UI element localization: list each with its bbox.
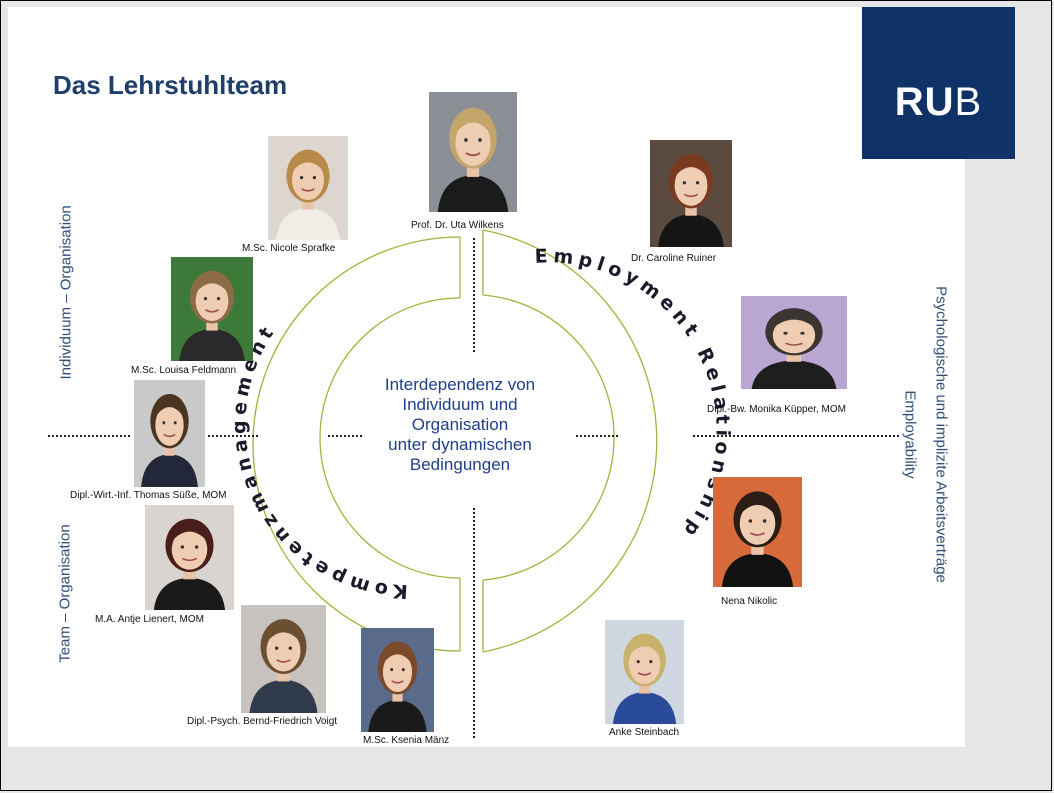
inner-arc-left (319, 297, 461, 579)
portrait-photo (429, 92, 517, 212)
center-line: Bedingungen (409, 455, 511, 474)
person-caption: Dipl.-Psych. Bernd-Friedrich Voigt (187, 716, 338, 727)
person-caption: Prof. Dr. Uta Wilkens (411, 220, 504, 231)
portrait-photo (171, 257, 253, 361)
arc-label-right: Employment Relationship (534, 245, 733, 544)
portrait-photo (713, 477, 802, 587)
center-line: Organisation (411, 415, 509, 434)
person-caption: M.A. Antje Lienert, MOM (95, 614, 204, 625)
axis-label-employability: Employability (901, 390, 919, 479)
inner-arc-right (482, 294, 615, 581)
person-caption: Dipl.-Wirt.-Inf. Thomas Süße, MOM (70, 490, 227, 501)
axis-label-individuum-organisation: Individuum – Organisation (57, 205, 75, 380)
portrait-photo (605, 620, 684, 724)
person-caption: M.Sc. Nicole Sprafke (242, 243, 336, 254)
logo-text-thin: B (954, 79, 983, 124)
logo-text-bold: RU (894, 79, 955, 124)
outer-arc-right (482, 229, 658, 653)
outer-arc-left (252, 236, 461, 652)
portrait-photo (741, 296, 847, 389)
person-caption: Dipl.-Bw. Monika Küpper, MOM (707, 404, 846, 415)
center-line: Individuum und (402, 395, 518, 414)
person-caption: Nena Nikolic (721, 596, 778, 607)
center-statement: Interdependenz von Individuum und Organi… (360, 375, 560, 475)
portrait-photo (650, 140, 732, 247)
portrait-photo (241, 605, 326, 713)
person-caption: M.Sc. Ksenia Mänz (363, 735, 450, 746)
portrait-photo (268, 136, 348, 240)
center-line: Interdependenz von (384, 375, 536, 394)
portrait-photo (361, 628, 434, 732)
person-caption: M.Sc. Louisa Feldmann (131, 365, 237, 376)
axis-label-team-organisation: Team – Organisation (56, 524, 74, 663)
axis-label-psychologische-vertraege: Psychologische und implizite Arbeitsvert… (932, 286, 950, 583)
center-line: unter dynamischen (388, 435, 532, 454)
person-caption: Dr. Caroline Ruiner (631, 253, 717, 264)
portrait-photo (134, 380, 205, 487)
portrait-photo (145, 505, 234, 610)
person-caption: Anke Steinbach (609, 727, 680, 738)
page-title: Das Lehrstuhlteam (53, 70, 288, 100)
